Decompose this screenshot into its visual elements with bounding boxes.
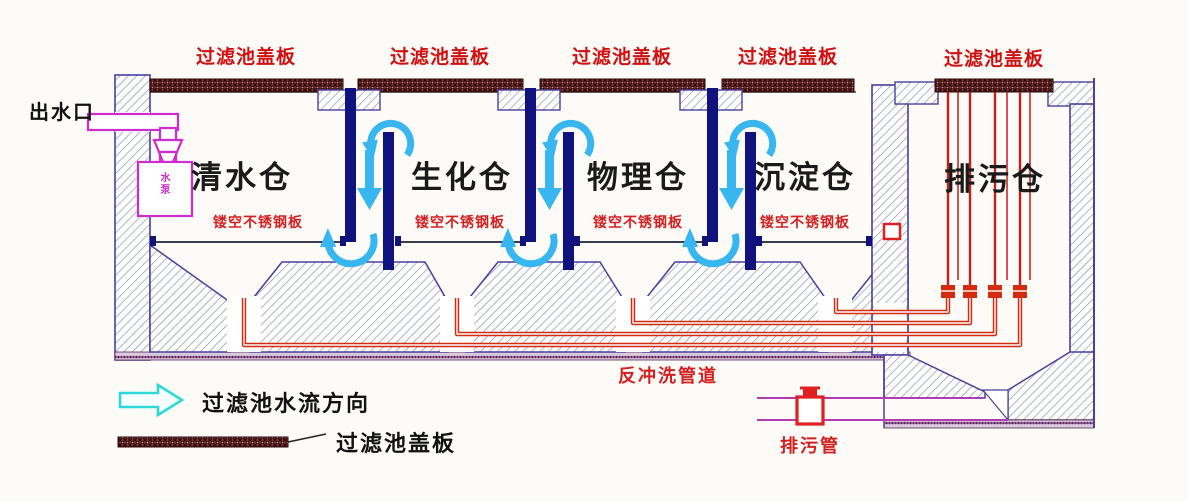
pump-label: 水泵: [158, 172, 169, 196]
sewage-chamber-left-step: [894, 81, 939, 105]
chamber-label-sedimentation: 沉淀仓: [754, 160, 856, 195]
sewage-chamber-right-wall: [1069, 103, 1095, 391]
baffle-top: [707, 88, 718, 242]
legend-flow-direction-label: 过滤池水流方向: [202, 391, 371, 416]
sewage-floor-band: [883, 419, 1095, 429]
bottom-uturn-arrow: [682, 228, 740, 268]
chamber-label-biochemical: 生化仓: [411, 160, 513, 195]
outlet-pump-assembly: [86, 112, 194, 218]
floor-mound-3: [642, 261, 829, 353]
legend-cover-plate-icon: [117, 436, 289, 448]
sewage-pipe-label: 排污管: [780, 436, 840, 456]
chamber-label-physical: 物理仓: [587, 160, 689, 195]
sewage-discharge-pipe: [757, 397, 1008, 421]
baffle-bottom: [745, 132, 756, 270]
floor-band: [114, 351, 911, 361]
wall-pipe-fitting: [882, 222, 902, 241]
baffle-bottom: [563, 132, 574, 270]
hopper-left-mass: [883, 354, 986, 399]
floor-slope-left: [149, 243, 231, 353]
plate-label-2: 镂空不锈钢板: [415, 216, 505, 231]
plate-label-4: 镂空不锈钢板: [760, 216, 850, 231]
partition-1: [317, 88, 415, 270]
top-uturn-arrow: [542, 119, 595, 160]
pump-neck-lower: [157, 150, 179, 164]
cover-plate-strip-2: [357, 78, 524, 93]
chamber-label-clean-water: 清水仓: [191, 160, 293, 195]
pump-neck-upper: [152, 138, 184, 154]
cover-plate-label-1: 过滤池盖板: [195, 47, 297, 68]
bottom-uturn-arrow: [500, 228, 558, 268]
cover-plate-strip-5: [934, 78, 1054, 93]
floor-mound-2: [465, 261, 626, 353]
cover-plate-label-2: 过滤池盖板: [389, 47, 491, 68]
partition-3: [679, 88, 777, 270]
riser-collars: [941, 285, 1027, 298]
plate-end-ticks: [150, 236, 872, 246]
cover-plate-strip-1: [149, 78, 344, 93]
cover-plate-strip-3: [539, 78, 706, 93]
legend-cover-plate-label: 过滤池盖板: [336, 431, 457, 456]
plate-label-1: 镂空不锈钢板: [213, 216, 303, 231]
baffle-top: [525, 88, 536, 242]
pump-body: [136, 160, 194, 218]
down-flow-arrow: [357, 150, 382, 210]
down-flow-arrow: [537, 150, 562, 210]
backwash-pipes: [241, 297, 1023, 348]
sewage-chamber-risers: [946, 92, 1031, 288]
outlet-label: 出水口: [29, 102, 95, 124]
floor-mound-1: [249, 261, 449, 353]
top-uturn-arrow: [362, 119, 415, 160]
plate-label-3: 镂空不锈钢板: [593, 216, 683, 231]
backwash-pipe-label: 反冲洗管道: [618, 366, 718, 386]
hopper-right-mass: [1007, 351, 1095, 421]
cover-plate-label-4: 过滤池盖板: [737, 47, 839, 68]
chamber-label-sewage: 排污仓: [944, 162, 1046, 197]
outlet-pipe-horizontal: [86, 112, 180, 132]
legend-flow-arrow-icon: [118, 382, 185, 418]
cover-plate-label-5: 过滤池盖板: [943, 49, 1045, 70]
cover-plate-label-3: 过滤池盖板: [571, 47, 673, 68]
legend-connector-line: [287, 433, 327, 443]
bottom-uturn-arrow: [320, 228, 378, 268]
down-flow-arrow: [719, 150, 744, 210]
baffle-top: [345, 88, 356, 242]
sewage-chamber-right-step: [1047, 81, 1095, 107]
partition-2: [497, 88, 595, 270]
baffle-bottom: [383, 132, 394, 270]
top-uturn-arrow: [724, 119, 777, 160]
sewage-valve: [795, 386, 825, 426]
hopper-spout: [981, 389, 1009, 422]
cover-plate-strip-4: [721, 78, 855, 93]
